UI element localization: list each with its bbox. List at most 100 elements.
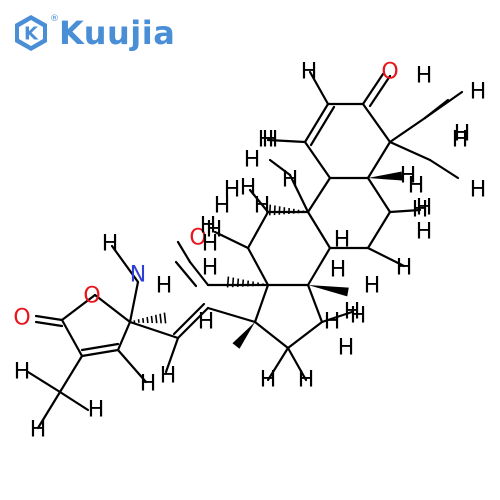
- hydrogen-label: H: [416, 220, 433, 245]
- bond-line: [60, 318, 84, 358]
- bond-line: [388, 116, 427, 144]
- bond-line: [266, 138, 307, 144]
- hashed-bond-furanone: [133, 312, 167, 324]
- bond-line: [60, 293, 97, 322]
- ketone-oxygen-label: O: [381, 60, 398, 85]
- side-chain-double-bond: [172, 302, 206, 336]
- hydrogen-label: H: [301, 60, 318, 85]
- hydrogen-label: H: [334, 228, 351, 253]
- hydrogen-label: H: [200, 214, 217, 239]
- hydrogen-label: H: [338, 336, 355, 361]
- hydrogen-label: H: [202, 256, 219, 281]
- ring-a-double-bond: [303, 102, 330, 144]
- hydrogen-label: H: [416, 196, 433, 221]
- logo-badge-icon: K: [15, 15, 47, 51]
- hydrogen-label: H: [88, 398, 105, 423]
- bond-line: [176, 240, 192, 264]
- bond-line: [58, 390, 90, 412]
- nitrogen-label: N: [130, 263, 146, 288]
- hydrogen-label: H: [30, 418, 47, 443]
- bond-line: [248, 188, 270, 214]
- stereo-wedges: [133, 171, 403, 349]
- bond-line: [36, 390, 62, 430]
- hydrogen-label: H: [244, 148, 261, 173]
- bond-line: [306, 246, 332, 287]
- hydrogen-label: H: [400, 164, 417, 189]
- hydrogen-label: H: [156, 274, 173, 299]
- bond-line: [366, 140, 392, 180]
- bond-line: [366, 176, 392, 214]
- bond-line: [93, 293, 132, 324]
- hashed-bond-methyl: [268, 204, 305, 216]
- logo-badge-letter: K: [24, 24, 39, 45]
- wedge-bond-h-d: [232, 322, 255, 349]
- bond-line: [308, 70, 330, 106]
- hydrogen-label: H: [282, 168, 299, 193]
- hydrogen-label: H: [206, 218, 223, 243]
- bond-line: [306, 176, 332, 214]
- bond-line: [253, 320, 290, 350]
- hydrogen-label: H: [470, 178, 487, 203]
- hydrogen-label: H: [14, 360, 31, 385]
- side-chain-double-bond: [176, 306, 210, 340]
- bond-line: [286, 346, 308, 382]
- ketone-bond: [368, 74, 392, 108]
- bond-line: [388, 208, 422, 214]
- bond-line: [361, 102, 392, 144]
- kuujia-logo: K ® Kuujia: [12, 12, 176, 56]
- furanone-double-bond: [80, 342, 120, 352]
- bond-line: [268, 158, 292, 177]
- bond-line: [174, 260, 198, 288]
- hydrogen-label: H: [364, 274, 381, 299]
- bond-line: [128, 280, 140, 324]
- wedge-bond-h: [368, 171, 403, 181]
- bond-line: [116, 348, 148, 384]
- bond-line: [388, 140, 432, 162]
- hydrogen-label: H: [198, 310, 215, 335]
- bond-line: [303, 140, 332, 180]
- lactone-carbonyl-oxygen-label: O: [13, 306, 30, 331]
- hydrogen-label: H: [224, 178, 241, 203]
- hydrogen-label: H: [258, 128, 275, 153]
- bond-line: [246, 210, 270, 250]
- hydrogen-label: H: [344, 300, 361, 325]
- bond-line: [213, 230, 250, 250]
- bond-line: [164, 336, 180, 374]
- hydrogen-label: H: [102, 232, 119, 257]
- hydrogen-label: H: [470, 80, 487, 105]
- hydrogen-label: H: [452, 128, 469, 153]
- hydrogen-label: H: [214, 194, 231, 219]
- bond-line: [428, 158, 460, 180]
- logo-registered-mark: ®: [50, 14, 59, 24]
- bond-lines: [26, 70, 464, 430]
- logo-wordmark: Kuujia: [59, 14, 176, 52]
- hydrogen-label: H: [140, 372, 157, 397]
- hydrogen-label: H: [324, 310, 341, 335]
- bond-line: [320, 310, 354, 324]
- hydrogen-label: H: [416, 64, 433, 89]
- wedge-bond-methyl: [308, 285, 349, 297]
- bond-line: [188, 260, 210, 287]
- bond-line: [116, 320, 132, 352]
- lactone-carbonyl-bond: [34, 314, 64, 322]
- hydrogen-label: H: [160, 364, 177, 389]
- bond-line: [288, 173, 310, 214]
- lactone-ring-oxygen-label: O: [83, 284, 100, 309]
- bond-line: [366, 210, 392, 250]
- hydrogen-label: H: [412, 198, 429, 223]
- hydrogen-label: H: [454, 122, 471, 147]
- aldehyde-oxygen-label: O: [189, 226, 206, 251]
- hydrogen-label: H: [254, 194, 271, 219]
- bond-line: [26, 370, 62, 394]
- hydrogen-label: H: [396, 256, 413, 281]
- bond-line: [286, 320, 324, 350]
- bond-line: [128, 320, 180, 340]
- hydrogen-label: H: [298, 368, 315, 393]
- ring-a-double-bond: [309, 105, 336, 147]
- bond-line: [266, 346, 290, 382]
- ketone-bond: [361, 72, 385, 106]
- hydrogen-label: H: [330, 258, 347, 283]
- bond-line: [366, 246, 406, 268]
